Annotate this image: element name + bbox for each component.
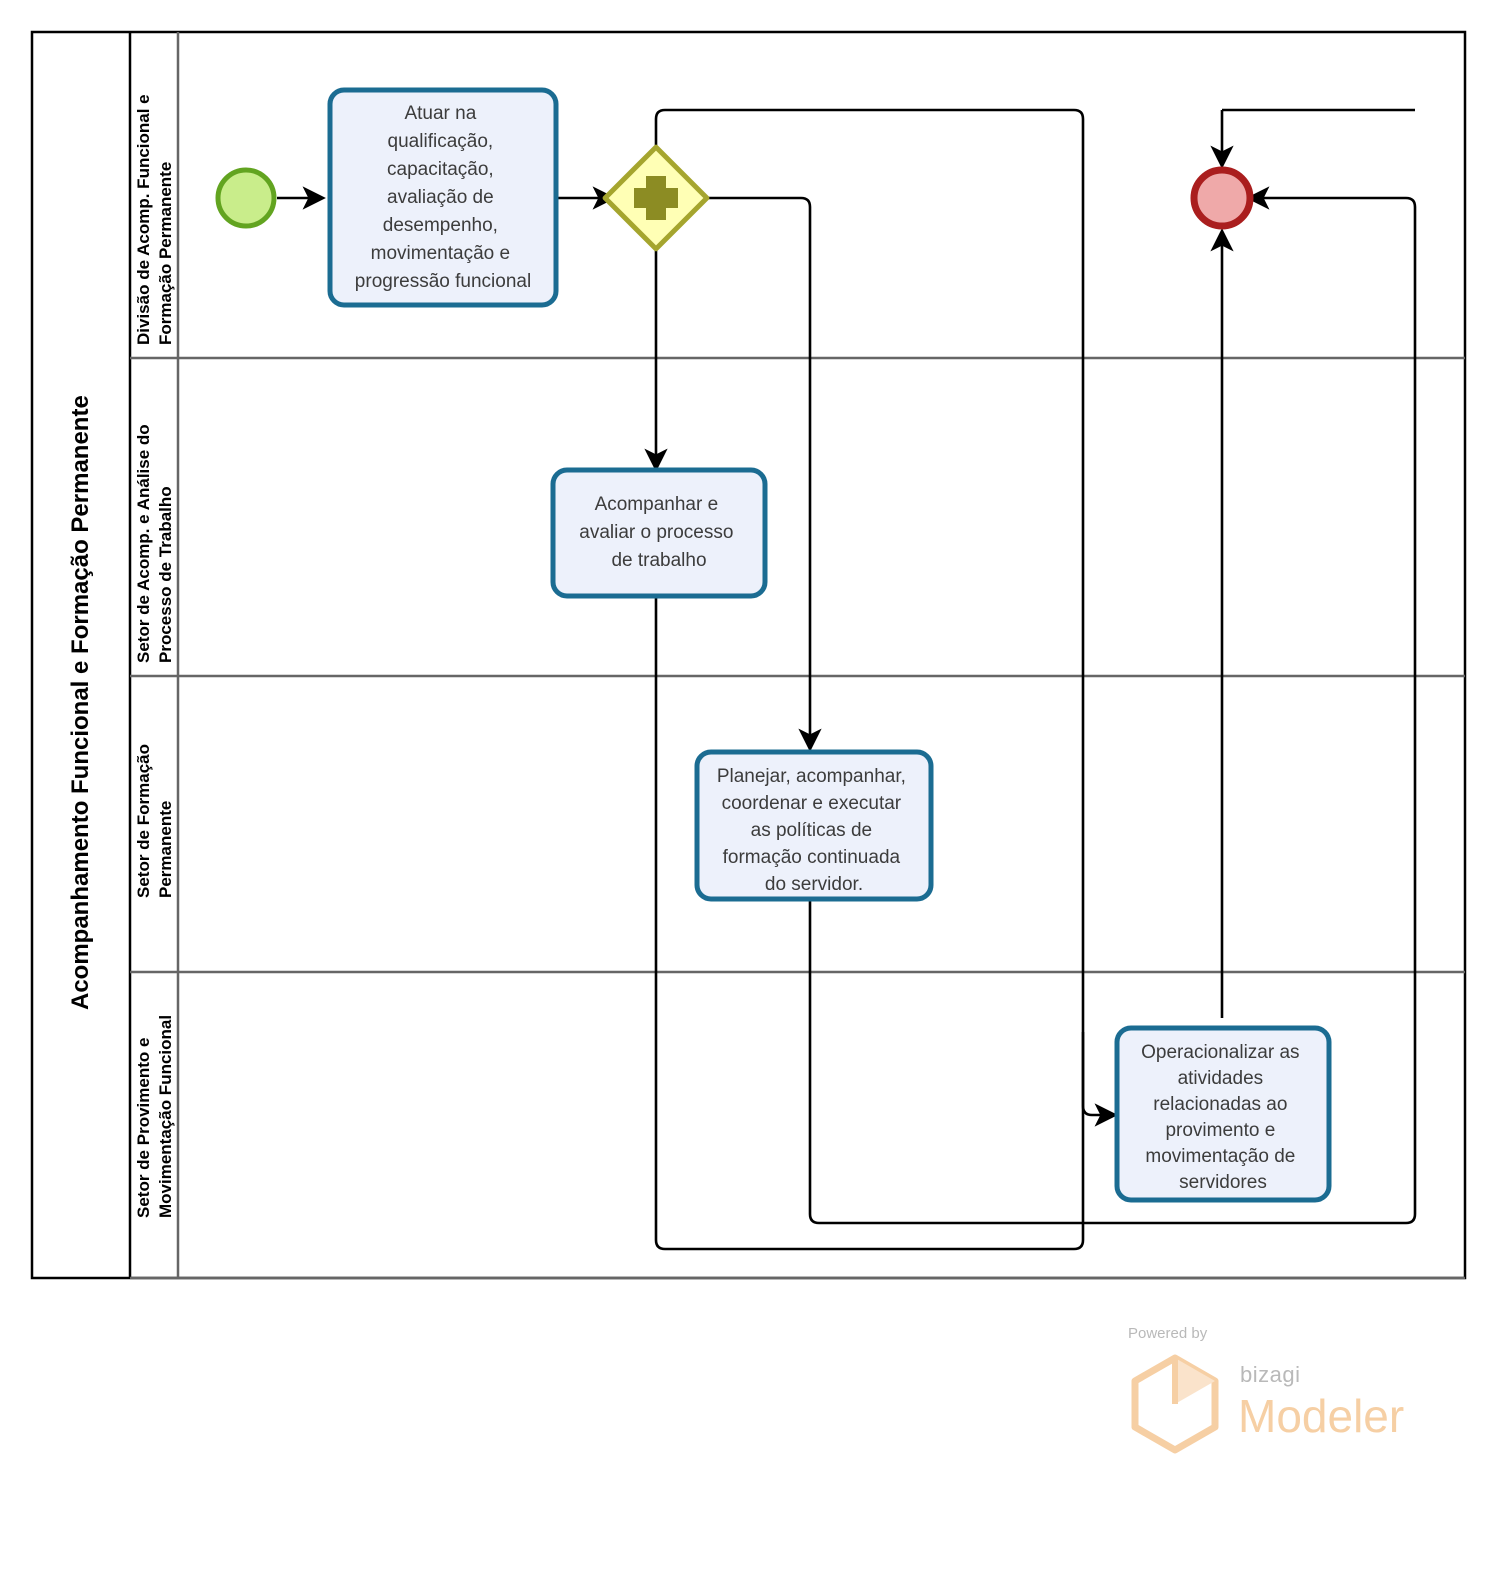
task-acompanhar-avaliar-box[interactable] [550, 467, 768, 599]
task-planejar-politicas-label: Planejar, acompanhar, coordenar e execut… [717, 766, 911, 895]
parallel-gateway[interactable] [602, 144, 710, 252]
svg-text:Setor de Provimento e: Setor de Provimento e Movimentação Funci… [134, 1015, 175, 1218]
lane-label-3: Setor de Formação Permanente [134, 739, 175, 898]
flow-task3-to-end [808, 186, 1417, 1225]
pool-label: Acompanhamento Funcional e Formação Perm… [67, 395, 94, 1010]
task-operacionalizar-label: Operacionalizar as atividades relacionad… [1141, 1042, 1305, 1193]
pool-label-text: Acompanhamento Funcional e Formação Perm… [67, 395, 94, 1010]
lane-label-1: Divisão de Acomp. Funcional e Formação P… [134, 90, 175, 345]
flow-gateway-to-task3 [700, 196, 822, 752]
svg-text:Setor de Formação Perm: Setor de Formação Permanente [134, 739, 175, 898]
lane-2-label-line-2: Processo de Trabalho [156, 486, 175, 663]
svg-text:Divisão de Acomp. Funcional e: Divisão de Acomp. Funcional e Formação P… [134, 90, 175, 345]
task-operacionalizar-box[interactable] [1114, 1025, 1332, 1203]
lane-1-label-line-1: Divisão de Acomp. Funcional e [134, 94, 153, 345]
svg-text:Setor de Acomp. e Análise do: Setor de Acomp. e Análise do Processo de… [134, 420, 175, 663]
task-planejar-politicas[interactable]: Planejar, acompanhar, coordenar e execut… [694, 749, 934, 902]
lane-3-label-line-1: Setor de Formação [134, 744, 153, 898]
lane-3-label-line-2: Permanente [156, 801, 175, 898]
end-event-circle[interactable] [1190, 166, 1254, 230]
task-planejar-politicas-box[interactable] [694, 749, 934, 902]
task-qualificacao[interactable]: Atuar na qualificação, capacitação, aval… [327, 87, 559, 308]
flow-to-task4 [1081, 1032, 1118, 1127]
start-event-circle[interactable] [215, 167, 277, 229]
powered-by-label: Powered by [1128, 1325, 1208, 1342]
end-event[interactable] [1190, 166, 1254, 230]
lane-label-2: Setor de Acomp. e Análise do Processo de… [134, 420, 175, 663]
task-qualificacao-label: Atuar na qualificação, capacitação, aval… [355, 103, 531, 292]
bizagi-footer-logo: Powered by bizagi Modeler [1128, 1325, 1404, 1454]
task-qualificacao-box[interactable] [327, 87, 559, 308]
bizagi-hexagon-icon [1131, 1354, 1219, 1454]
flow-gateway-top-loop [654, 108, 1085, 1251]
lane-2-label-line-1: Setor de Acomp. e Análise do [134, 424, 153, 663]
task-operacionalizar[interactable]: Operacionalizar as atividades relacionad… [1114, 1025, 1332, 1203]
lane-4-label-line-2: Movimentação Funcional [156, 1015, 175, 1218]
plus-icon [634, 176, 678, 220]
task-acompanhar-avaliar[interactable]: Acompanhar e avaliar o processo de traba… [550, 467, 768, 599]
task-acompanhar-avaliar-label: Acompanhar e avaliar o processo de traba… [579, 494, 738, 571]
bizagi-wordmark: bizagi [1240, 1362, 1300, 1387]
lane-1-label-line-2: Formação Permanente [156, 162, 175, 345]
lane-label-4: Setor de Provimento e Movimentação Funci… [134, 1015, 175, 1218]
sequence-flows [277, 108, 1417, 1251]
lane-dividers [130, 32, 1465, 1280]
lane-4-label-line-1: Setor de Provimento e [134, 1038, 153, 1218]
start-event[interactable] [215, 167, 277, 229]
modeler-wordmark: Modeler [1238, 1390, 1404, 1442]
